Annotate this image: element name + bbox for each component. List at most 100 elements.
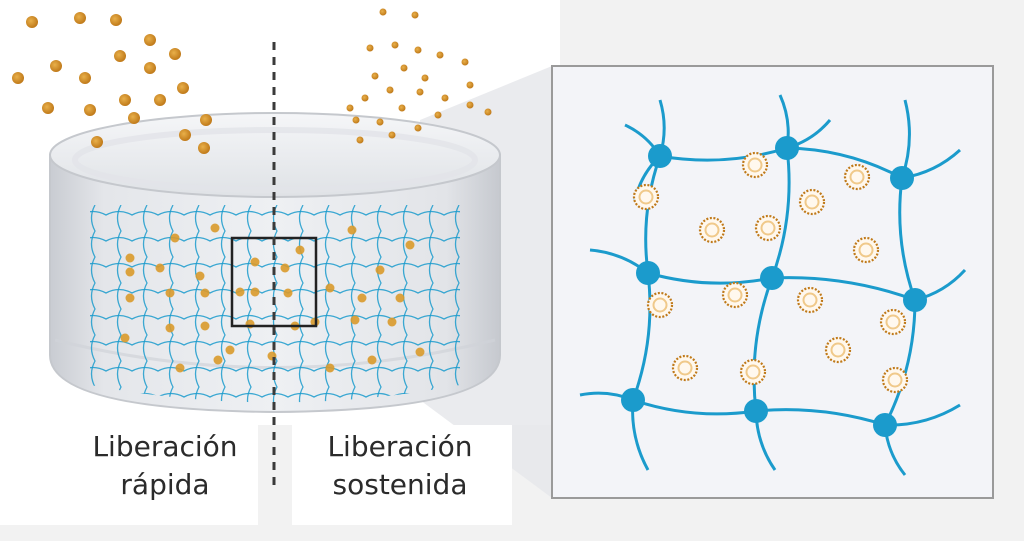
drug-particle (179, 129, 191, 141)
drug-particle (352, 116, 360, 124)
drug-particle (250, 287, 260, 297)
drug-particle (843, 163, 871, 191)
drug-particle (395, 293, 405, 303)
drug-particles-inside (120, 223, 425, 373)
drug-particle (74, 12, 86, 24)
drug-particle (798, 188, 826, 216)
drug-particle (154, 94, 166, 106)
mesh-strand (90, 205, 96, 403)
drug-particle-shell (671, 354, 699, 382)
drug-particle (295, 245, 305, 255)
drug-particle (721, 281, 749, 309)
drug-particle (646, 291, 674, 319)
drug-particle (114, 50, 126, 62)
mesh-strand (220, 205, 226, 403)
crosslink-node (636, 261, 660, 285)
drug-particle (436, 51, 444, 59)
drug-particle-shell (852, 236, 880, 264)
drug-particle-shell (632, 183, 660, 211)
drug-particle (175, 363, 185, 373)
drug-particle (200, 321, 210, 331)
drug-particle (375, 265, 385, 275)
drug-particle (739, 358, 767, 386)
drug-particle-shell (698, 216, 726, 244)
network-strand (771, 276, 916, 302)
crosslink-node (890, 166, 914, 190)
drug-particle (165, 323, 175, 333)
drug-particles-fast-release (12, 12, 212, 154)
drug-particle (357, 293, 367, 303)
drug-particle (400, 64, 408, 72)
drug-particle (177, 82, 189, 94)
drug-particle (466, 101, 474, 109)
drug-particle (350, 315, 360, 325)
drug-particle (169, 48, 181, 60)
drug-particle (26, 16, 38, 28)
crosslink-node (648, 144, 672, 168)
sustained-release-line2: sostenida (332, 468, 468, 501)
drug-particle (325, 363, 335, 373)
drug-particle (386, 86, 394, 94)
drug-particle-core (849, 169, 865, 185)
drug-particle-shell (824, 336, 852, 364)
network-strand (786, 146, 903, 180)
label-box-left (0, 425, 258, 525)
cylinder-top-highlight (72, 127, 478, 193)
drug-particle (434, 111, 442, 119)
mesh-strand (142, 205, 148, 403)
drug-particle-core (802, 292, 818, 308)
crosslink-node (903, 288, 927, 312)
network-strand (659, 146, 788, 162)
network-strand (644, 155, 662, 274)
mesh-strand (116, 205, 122, 403)
drug-particle (371, 72, 379, 80)
drug-particle-core (760, 220, 776, 236)
drug-particle (125, 267, 135, 277)
drug-particle (852, 236, 880, 264)
mesh-strand (454, 205, 460, 403)
mesh-strand (168, 205, 174, 403)
label-box-right (292, 425, 512, 525)
drug-particle (213, 355, 223, 365)
drug-particle (198, 142, 210, 154)
crosslink-nodes (621, 136, 927, 437)
drug-particle-core (885, 314, 901, 330)
drug-particle (280, 263, 290, 273)
network-strand (883, 299, 917, 426)
drug-particles-detail (632, 151, 909, 394)
network-strand (631, 272, 652, 401)
drug-particle (698, 216, 726, 244)
drug-particle (195, 271, 205, 281)
drug-particle (170, 233, 180, 243)
drug-particle (824, 336, 852, 364)
drug-particle (125, 293, 135, 303)
mesh-strand (402, 205, 408, 403)
crosslink-node (775, 136, 799, 160)
drug-particle (50, 60, 62, 72)
fast-release-line2: rápida (120, 468, 210, 501)
drug-particle-shell (646, 291, 674, 319)
drug-particle (250, 257, 260, 267)
drug-particle (346, 104, 354, 112)
mesh-strand (350, 205, 356, 403)
drug-particle-shell (741, 151, 769, 179)
network-strand (752, 277, 774, 412)
drug-particles-sustained-release (346, 8, 492, 144)
drug-particle (387, 317, 397, 327)
drug-particle (405, 240, 415, 250)
drug-particle (210, 223, 220, 233)
drug-particle (632, 183, 660, 211)
drug-particle (414, 46, 422, 54)
drug-particle (356, 136, 364, 144)
mesh-strand (194, 205, 200, 403)
drug-particle (361, 94, 369, 102)
drug-particle (416, 88, 424, 96)
drug-particle (110, 14, 122, 26)
drug-particle-core (747, 157, 763, 173)
drug-particle (165, 288, 175, 298)
drug-particle-core (677, 360, 693, 376)
network-strand (755, 408, 886, 427)
drug-particle (398, 104, 406, 112)
drug-particle (125, 253, 135, 263)
drug-particle-core (804, 194, 820, 210)
